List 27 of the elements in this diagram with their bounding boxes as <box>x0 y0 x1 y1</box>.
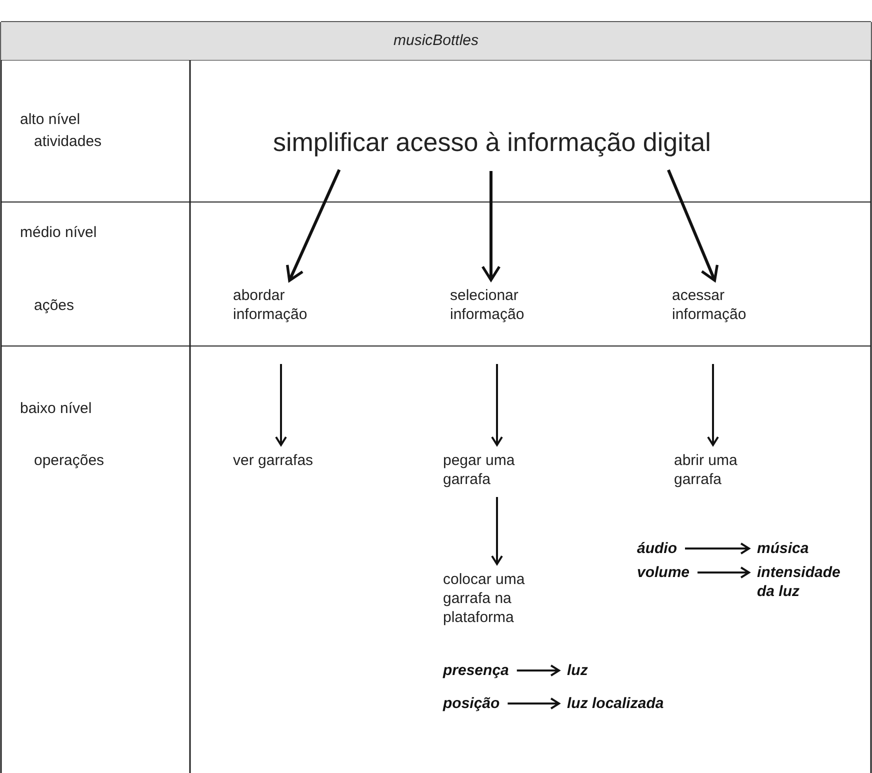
mapping-term: áudio <box>637 539 677 558</box>
level-label: médio nível <box>20 223 97 242</box>
mapping-term: luz <box>567 661 588 680</box>
operation-text: abrir uma garrafa <box>674 451 769 489</box>
arrow <box>685 542 750 554</box>
operation-text: ver garrafas <box>233 451 314 470</box>
mapping-term: volume <box>637 563 690 582</box>
arrow <box>508 698 560 710</box>
level-label: baixo nível <box>20 399 92 418</box>
activity-text: simplificar acesso à informação digital <box>273 127 711 157</box>
mapping-term: luz localizada <box>567 694 664 713</box>
mapping-term: presença <box>443 661 509 680</box>
level-label: alto nível <box>20 110 80 129</box>
operation-text: pegar uma garrafa <box>443 451 538 489</box>
operation-text: colocar uma garrafa na plataforma <box>443 570 543 627</box>
action-text: abordar informação <box>233 286 328 324</box>
category-label: operações <box>34 451 104 470</box>
arrow <box>516 664 560 676</box>
category-label: ações <box>34 296 74 315</box>
arrow <box>698 566 750 578</box>
category-label: atividades <box>34 132 102 151</box>
mapping-term: intensidade da luz <box>757 563 852 601</box>
action-text: selecionar informação <box>450 286 545 324</box>
mapping-term: música <box>757 539 809 558</box>
table-title: musicBottles <box>393 32 479 49</box>
action-text: acessar informação <box>672 286 767 324</box>
mapping-term: posição <box>443 694 500 713</box>
